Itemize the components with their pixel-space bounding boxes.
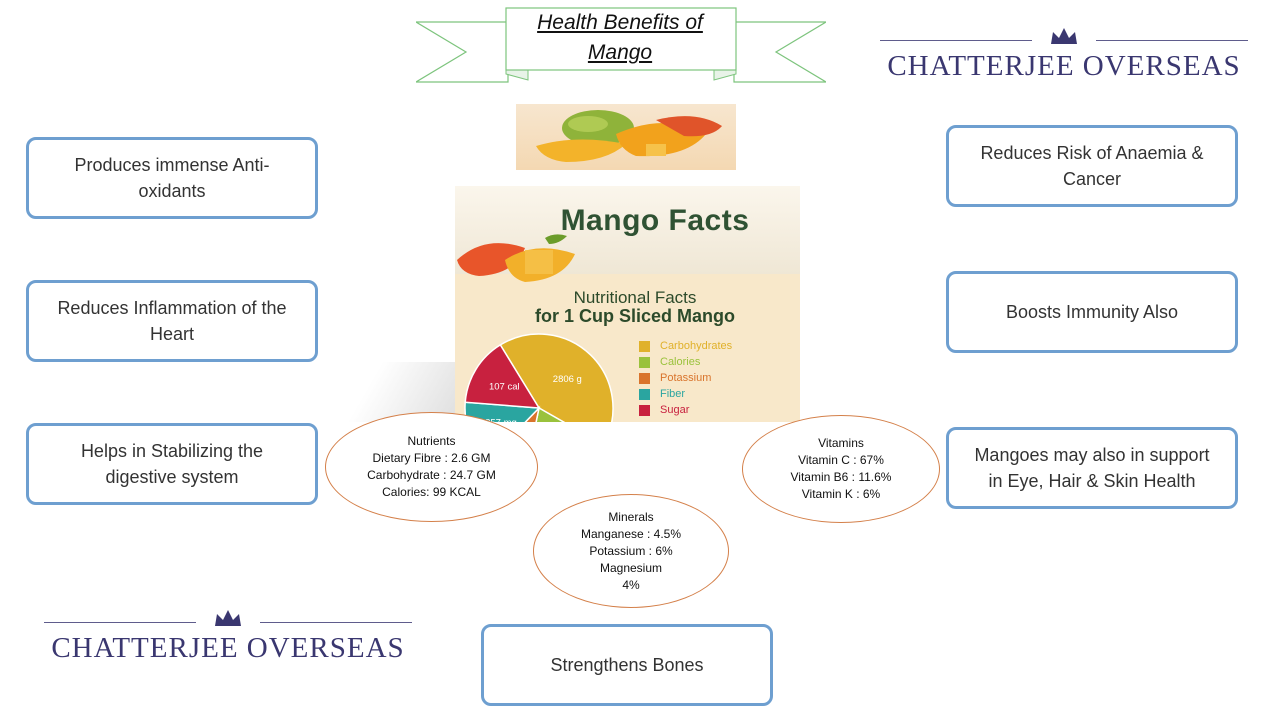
benefit-antioxidants: Produces immense Anti-oxidants (26, 137, 318, 219)
pie-label: 107 cal (489, 382, 520, 393)
oval-line: Carbohydrate : 24.7 GM (367, 468, 496, 482)
logo-text: CHATTERJEE OVERSEAS (887, 50, 1241, 82)
benefit-bones: Strengthens Bones (481, 624, 773, 706)
crown-icon (1051, 28, 1077, 44)
pie-slice-sugar (464, 343, 541, 409)
mango-slices-image (516, 104, 736, 170)
oval-line: Magnesium (599, 560, 663, 575)
pie-slice-carbohydrates (499, 333, 614, 422)
mango-icon (536, 110, 722, 162)
logo-rule-left (880, 40, 1032, 41)
legend-swatch (639, 372, 650, 384)
legend-item: Fiber (639, 386, 685, 402)
nutrients-oval: Nutrients Dietary Fibre : 2.6 GM Carbohy… (325, 412, 538, 522)
pie-label: 2806 g (553, 374, 582, 385)
oval-line: Vitamin C : 67% (798, 453, 884, 467)
legend-swatch (639, 356, 650, 368)
pie-slice-calories (535, 406, 566, 422)
poster-title: Mango Facts (560, 204, 750, 237)
legend-label: Calories (660, 356, 701, 368)
title-line-2: Mango (587, 41, 653, 64)
benefit-heart-inflammation: Reduces Inflammation of the Heart (26, 280, 318, 362)
title-ribbon (416, 7, 826, 83)
pie-label: 257 mg (485, 417, 517, 422)
benefit-text: Mangoes may also in support in Eye, Hair… (974, 445, 1210, 491)
benefit-text: Boosts Immunity Also (1005, 302, 1179, 322)
logo-rule-right (1096, 40, 1248, 41)
poster-subtitle: Nutritional Facts (573, 288, 697, 307)
legend-swatch (639, 340, 650, 352)
benefit-eye-hair-skin: Mangoes may also in support in Eye, Hair… (946, 427, 1238, 509)
legend-label: Sugar (660, 404, 690, 416)
poster-subtitle-bold: for 1 Cup Sliced Mango (534, 306, 735, 326)
oval-line: Dietary Fibre : 2.6 GM (372, 451, 491, 465)
oval-title: Nutrients (407, 434, 456, 448)
oval-line: 4% (622, 577, 640, 592)
legend-label: Carbohydrates (660, 340, 733, 352)
oval-line: Calories: 99 KCAL (382, 485, 481, 499)
page-title: Health Benefits of Mango (506, 8, 734, 68)
benefit-immunity: Boosts Immunity Also (946, 271, 1238, 353)
legend-item: Sugar (639, 402, 689, 418)
benefit-text: Strengthens Bones (550, 655, 704, 675)
minerals-oval: Minerals Manganese : 4.5% Potassium : 6%… (533, 494, 729, 608)
crown-icon (215, 610, 241, 626)
oval-line: Vitamin K : 6% (801, 487, 881, 501)
legend-item: Carbohydrates (639, 338, 732, 354)
logo-top-right: CHATTERJEE OVERSEAS (878, 26, 1250, 86)
logo-rule-left (44, 622, 196, 623)
vitamins-oval: Vitamins Vitamin C : 67% Vitamin B6 : 11… (742, 415, 940, 523)
legend-item: Calories (639, 354, 700, 370)
logo-bottom-left: CHATTERJEE OVERSEAS (42, 608, 414, 668)
title-line-1: Health Benefits of (537, 11, 703, 34)
legend-item: Potassium (639, 370, 711, 386)
oval-title: Vitamins (818, 436, 864, 450)
legend-label: Fiber (660, 388, 686, 400)
oval-title: Minerals (608, 509, 654, 524)
benefit-text: Reduces Risk of Anaemia & Cancer (980, 143, 1204, 189)
benefit-text: Reduces Inflammation of the Heart (57, 298, 287, 344)
mango-facts-poster: Mango Facts Nutritional Facts for 1 Cup … (455, 186, 800, 422)
legend-swatch (639, 404, 650, 416)
benefit-text: Helps in Stabilizing the digestive syste… (80, 441, 264, 487)
logo-text: CHATTERJEE OVERSEAS (51, 632, 405, 664)
oval-line: Manganese : 4.5% (580, 526, 682, 541)
benefit-digestive-system: Helps in Stabilizing the digestive syste… (26, 423, 318, 505)
benefit-anaemia-cancer: Reduces Risk of Anaemia & Cancer (946, 125, 1238, 207)
logo-rule-right (260, 622, 412, 623)
benefit-text: Produces immense Anti-oxidants (74, 155, 270, 201)
legend-swatch (639, 388, 650, 400)
oval-line: Vitamin B6 : 11.6% (790, 470, 892, 484)
nutrition-pie-chart: 2806 g2442 g3 g257 mg107 cal (464, 333, 614, 422)
oval-line: Potassium : 6% (589, 543, 673, 558)
legend-label: Potassium (660, 372, 712, 384)
mango-icon (457, 234, 575, 282)
